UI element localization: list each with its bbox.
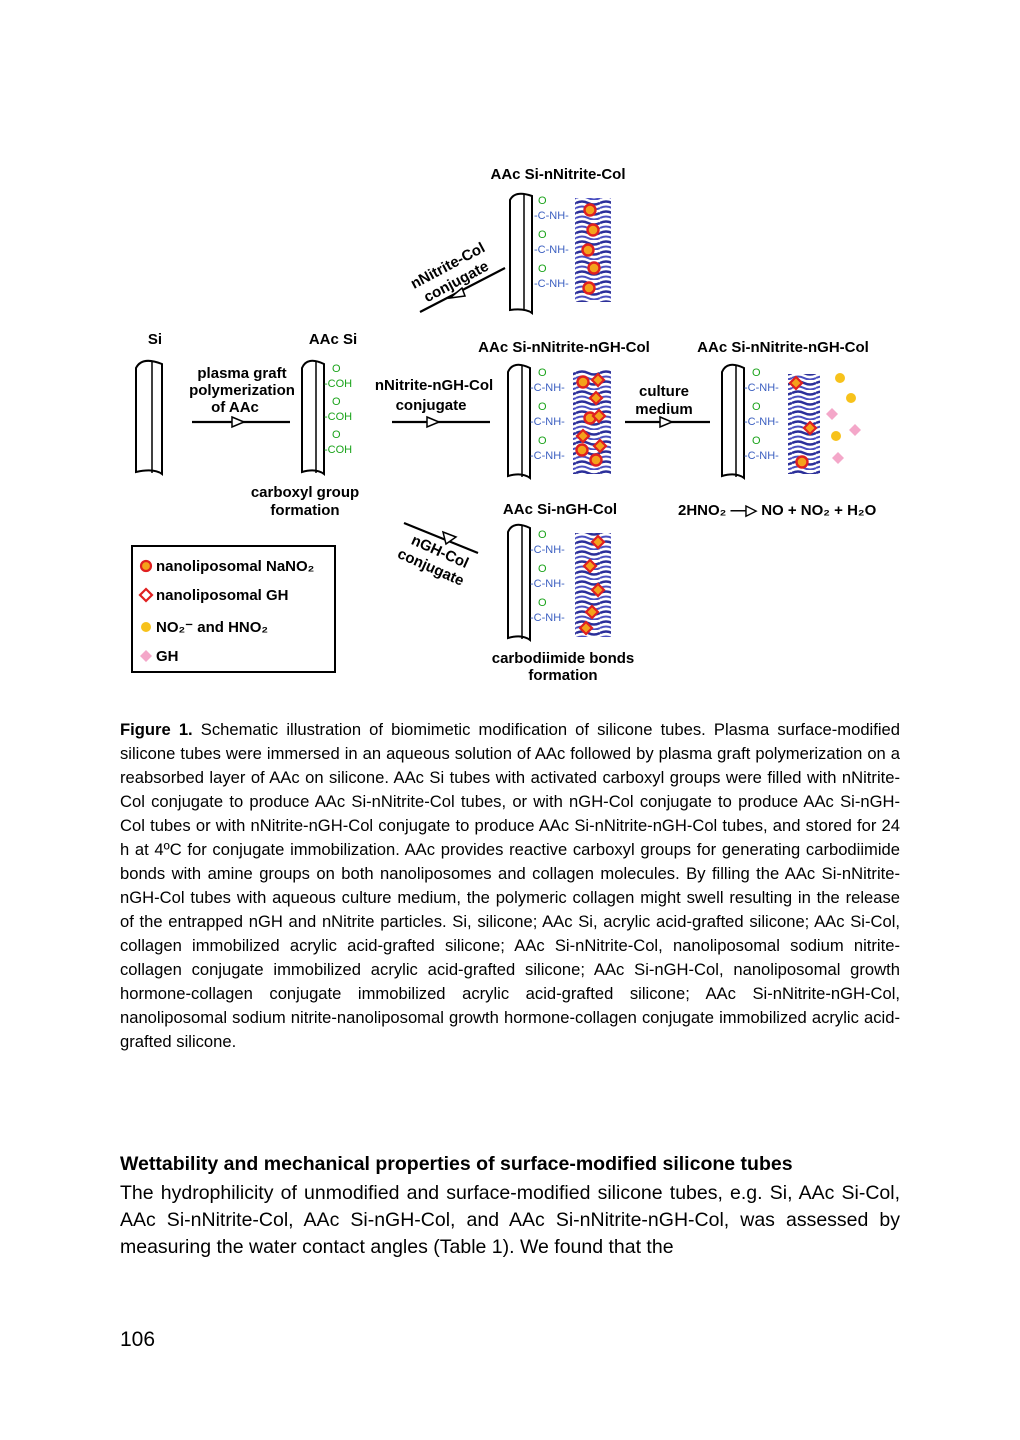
red-diamond-icon [138,587,154,603]
chem-groups-right: O -C-NH- O -C-NH- O -C-NH- [744,367,779,462]
nanoliposome-nitrite-group-middle [575,375,603,467]
label-reaction: 2HNO₂ —▷ NO + NO₂ + H₂O [678,502,877,519]
svg-text:O: O [538,563,547,575]
legend-label-nanoliposomal-nano2: nanoliposomal NaNO₂ [156,558,314,575]
label-polymerization: polymerization [189,382,295,399]
svg-text:-COH: -COH [324,411,352,423]
svg-text:O: O [538,195,547,207]
tube-si [135,359,163,476]
label-of-aac: of AAc [211,399,259,416]
label-carboxyl-group: carboxyl group [251,484,359,501]
label-plasma-graft: plasma graft [197,365,286,382]
svg-text:O: O [538,529,547,541]
svg-text:O: O [538,367,547,379]
cooh-groups: O -COH O -COH O -COH [324,363,352,456]
svg-text:-C-NH-: -C-NH- [530,382,565,394]
body-paragraph: The hydrophilicity of unmodified and sur… [120,1182,900,1258]
svg-text:O: O [752,435,761,447]
chem-groups-bottom: O -C-NH- O -C-NH- O -C-NH- [530,529,565,624]
legend-label-no2-hno2: NO₂⁻ and HNO₂ [156,619,268,636]
arrow-nnitrite-col [419,267,506,313]
svg-text:-C-NH-: -C-NH- [530,544,565,556]
svg-text:O: O [752,367,761,379]
figure-caption: Figure 1. Schematic illustration of biom… [120,718,900,1054]
svg-text:-C-NH-: -C-NH- [530,612,565,624]
pink-diamond-icon [140,650,152,662]
label-carbodiimide-formation: formation [528,667,597,684]
arrow-nnitrite-ngh-col [392,415,490,429]
label-aac-si-nnitrite-ngh-col-a: AAc Si-nNitrite-nGH-Col [478,339,650,356]
svg-text:O: O [538,401,547,413]
released-particles [788,373,861,469]
nanoliposome-gh-group-middle [575,372,608,454]
caption-label: Figure 1. [120,720,193,739]
svg-text:-C-NH-: -C-NH- [530,578,565,590]
arrow-culture-medium [625,415,710,429]
schematic-figure: AAc Si-nNitrite-Col O -C-NH- O -C-NH- O … [131,166,877,684]
label-medium: medium [635,401,693,418]
label-si: Si [148,331,162,348]
svg-text:O: O [332,429,341,441]
label-carbodiimide-bonds: carbodiimide bonds [492,650,635,667]
orange-circle-icon [139,559,153,573]
tube-aac-si [301,359,325,476]
svg-text:-COH: -COH [324,444,352,456]
caption-text: Schematic illustration of biomimetic mod… [120,720,900,1051]
page-number: 106 [120,1328,156,1351]
tube-aac-si-nnitrite-ngh-col-b [721,363,745,480]
label-nnitrite-ngh-col-conjugate: conjugate [396,397,467,414]
svg-text:-C-NH-: -C-NH- [744,450,779,462]
legend-label-nanoliposomal-gh: nanoliposomal GH [156,587,289,604]
collagen-block-bottom [575,533,611,637]
svg-text:-COH: -COH [324,378,352,390]
label-nnitrite-ngh-col: nNitrite-nGH-Col [375,377,493,394]
tube-aac-si-ngh-col [507,523,531,642]
chem-groups-middle: O -C-NH- O -C-NH- O -C-NH- [530,367,565,462]
nanoliposome-gh-group-bottom [578,534,606,636]
label-aac-si-ngh-col: AAc Si-nGH-Col [503,501,617,518]
svg-text:O: O [538,263,547,275]
label-culture: culture [639,383,689,400]
section-title: Wettability and mechanical properties of… [120,1153,793,1175]
arrow-ngh-col [403,521,479,555]
svg-text:O: O [538,597,547,609]
tube-aac-si-nnitrite-ngh-col-a [507,363,531,480]
label-aac-si-nnitrite-ngh-col-b: AAc Si-nNitrite-nGH-Col [697,339,869,356]
svg-text:O: O [538,435,547,447]
svg-text:-C-NH-: -C-NH- [534,244,569,256]
nanoliposome-nitrite-group-top [581,203,601,295]
svg-text:O: O [752,401,761,413]
legend: nanoliposomal NaNO₂ nanoliposomal GH NO₂… [131,545,336,673]
svg-text:-C-NH-: -C-NH- [744,382,779,394]
svg-text:-C-NH-: -C-NH- [530,416,565,428]
svg-text:-C-NH-: -C-NH- [530,450,565,462]
yellow-dot-icon [141,622,151,632]
label-aac-si: AAc Si [309,331,357,348]
svg-text:-C-NH-: -C-NH- [534,210,569,222]
svg-text:O: O [538,229,547,241]
svg-text:O: O [332,363,341,375]
tube-aac-si-nnitrite-col [509,192,533,315]
label-carboxyl-formation: formation [270,502,339,519]
svg-text:-C-NH-: -C-NH- [744,416,779,428]
svg-text:-C-NH-: -C-NH- [534,278,569,290]
label-aac-si-nnitrite-col: AAc Si-nNitrite-Col [491,166,626,183]
chem-groups-top: O -C-NH- O -C-NH- O -C-NH- [534,195,569,290]
arrow-plasma [192,415,290,429]
legend-label-gh: GH [156,648,179,665]
svg-text:O: O [332,396,341,408]
